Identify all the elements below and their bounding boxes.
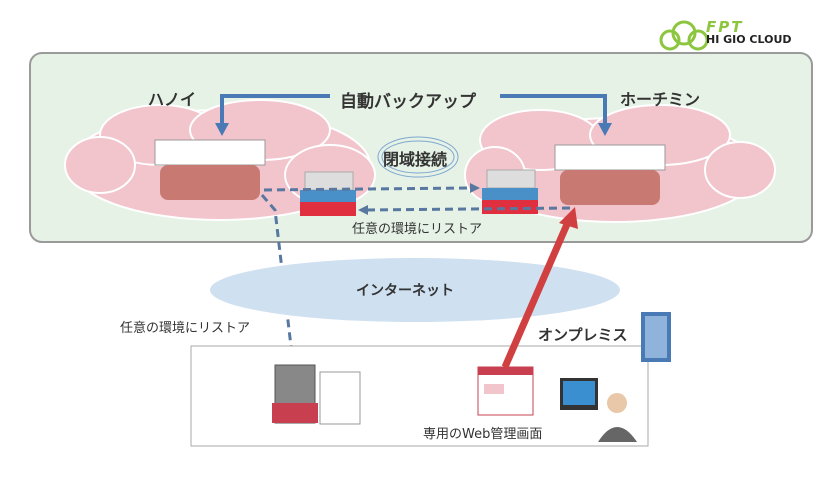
hanoi-label: ハノイ — [148, 90, 197, 109]
closed-network-ring — [377, 136, 459, 178]
onprem-restore-label: 任意の環境にリストア — [120, 321, 251, 336]
logo-brand: FPT — [706, 18, 744, 36]
logo-product: HI GIO CLOUD — [706, 33, 792, 46]
hanoi-vm-server-icon — [300, 171, 356, 216]
onprem-title: オンプレミス — [538, 326, 628, 344]
hanoi-storage-icon — [154, 139, 266, 200]
cloud-restore-label: 任意の環境にリストア — [352, 222, 483, 237]
auto-backup-label: 自動バックアップ — [340, 92, 476, 112]
closed-network-label: 閉域接続 — [383, 150, 448, 169]
internet-label: インターネット — [356, 283, 454, 299]
web-access-arrow — [501, 220, 572, 369]
web-console-label: 専用のWeb管理画面 — [423, 427, 543, 442]
user-pc-icon — [560, 378, 637, 442]
auto-backup-flow — [215, 94, 612, 136]
hanoi-cloud — [64, 99, 376, 221]
onprem-server-icon — [272, 364, 361, 425]
internet-ellipse — [210, 258, 620, 322]
hochiminh-label: ホーチミン — [620, 90, 701, 109]
hochiminh-vm-server-icon — [482, 169, 538, 214]
building-icon — [641, 312, 671, 362]
web-console-icon — [477, 366, 534, 416]
fpt-logo-icon — [659, 20, 709, 51]
hochiminh-storage-icon — [554, 144, 666, 205]
